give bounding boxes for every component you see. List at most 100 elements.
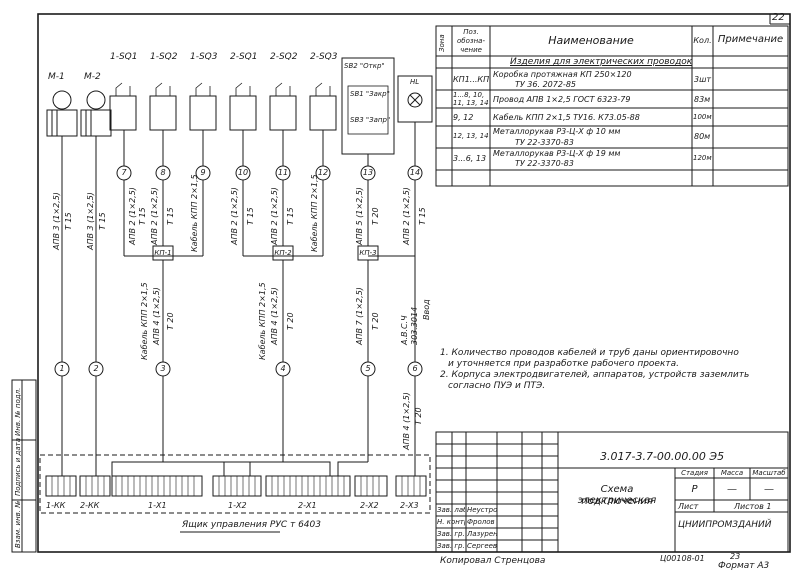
- node-number: 4: [280, 364, 286, 373]
- terminal-label: 1-Х2: [228, 501, 247, 510]
- mass-header: Масса: [720, 469, 744, 477]
- staff-name: Сергеев: [467, 542, 497, 550]
- stamp-inv-label: Инв. № подл.: [14, 387, 22, 436]
- format-label: Формат А3: [718, 561, 770, 571]
- switch-label: 1-SQ3: [190, 52, 218, 62]
- terminal-label: 1-Х1: [148, 501, 167, 510]
- spec-qty: 100м: [693, 113, 712, 121]
- wire-label: Кабель КПП 2×1,5: [258, 282, 267, 360]
- copied-by: Копировал Стренцова: [440, 556, 546, 566]
- node-number: 14: [409, 168, 421, 177]
- spec-name-2: ТУ 22-3370-83: [515, 138, 574, 147]
- spec-name: Металлорукав Р3-Ц-Х ф 19 мм: [493, 149, 621, 158]
- wire-label: А.В.С.Ч: [400, 315, 409, 345]
- wire-label: Т 15: [138, 207, 147, 225]
- wire-label: Т 15: [286, 207, 295, 225]
- node-number: 5: [365, 364, 371, 373]
- sheet-label: Лист: [678, 502, 699, 511]
- wire-label: АПВ 4 (1×2,5): [152, 287, 161, 345]
- stamp-sign-label: Подпись и дата: [14, 438, 22, 496]
- sheet-number: 22: [772, 12, 785, 23]
- wire-label: 303.3014: [410, 306, 419, 345]
- wire-label: АПВ 2 (1×2,5): [128, 187, 137, 245]
- spec-header-zone: Зона: [438, 34, 446, 52]
- staff-name: Фролов: [467, 518, 495, 526]
- doc-title-2: подключения: [581, 496, 653, 507]
- spec-name: Кабель КПП 2×1,5 ТУ16. К73.05-88: [493, 113, 640, 122]
- node-number: 10: [237, 168, 249, 177]
- terminal-label: 2-Х2: [360, 501, 379, 510]
- scale-header: Масштаб: [752, 469, 786, 477]
- staff-name: Лазуренко: [467, 530, 497, 538]
- notes: 1. Количество проводов кабелей и труб да…: [440, 348, 749, 392]
- spec-pos: 9, 12: [453, 113, 474, 122]
- node-number: 3: [160, 364, 166, 373]
- wire-label: АПВ 2 (1×2,5): [230, 187, 239, 245]
- spec-name-2: ТУ 22-3370-83: [515, 159, 574, 168]
- wire-label: АПВ 2 (1×2,5): [402, 187, 411, 245]
- spec-header-qty: Кол.: [693, 36, 712, 45]
- cabinet-label: Ящик управления РУС т 6403: [182, 520, 321, 530]
- scale-value: —: [764, 484, 774, 495]
- wire-label: АПВ 4 (1×2,5): [270, 287, 279, 345]
- spec-pos: 1...8, 10, 11, 13, 14: [453, 91, 489, 107]
- wire-label: Т 20: [371, 312, 380, 330]
- wire-label: Т 15: [98, 212, 107, 230]
- terminal-label: 2-Х1: [298, 501, 317, 510]
- wire-label: Кабель КПП 2×1,5: [190, 174, 199, 252]
- node-number: 1: [59, 364, 65, 373]
- spec-header-note: Примечание: [717, 34, 784, 45]
- node-number: 9: [200, 168, 206, 177]
- control-box-title: SB2 "Откр": [344, 62, 385, 70]
- wire-label: Т 20: [166, 312, 175, 330]
- note-line: 2. Корпуса электродвигателей, аппаратов,…: [440, 370, 750, 380]
- wire-label: Т 15: [246, 207, 255, 225]
- staff-role: Зав. лаб.: [437, 506, 465, 514]
- spec-name: Металлорукав Р3-Ц-Х ф 10 мм: [493, 127, 621, 136]
- wire-label: Т 20: [286, 312, 295, 330]
- node-number: 11: [277, 168, 289, 177]
- stamp-replace-label: Взам. инв. №: [14, 500, 22, 548]
- switch-label: 2-SQ3: [310, 52, 338, 62]
- junction-box-label: КП-1: [154, 249, 172, 257]
- lamp-label: HL: [410, 78, 420, 86]
- wire-label: АПВ 3 (1×2,5): [86, 192, 95, 250]
- wire-label: АПВ 2 (1×2,5): [270, 187, 279, 245]
- terminal-label: 2-КК: [80, 501, 100, 510]
- wire-label: Т 20: [371, 207, 380, 225]
- stage-header: Стадия: [681, 469, 708, 477]
- terminal-label: 2-Х3: [400, 501, 419, 510]
- note-line: согласно ПУЭ и ПТЭ.: [448, 381, 546, 391]
- wire-label: Кабель КПП 2×1,5: [140, 282, 149, 360]
- node-number: 13: [362, 168, 374, 177]
- motor-label: М-1: [48, 72, 65, 82]
- inventory-number: Ц00108-01: [660, 554, 705, 563]
- terminal-label: 1-КК: [46, 501, 66, 510]
- node-number: 6: [412, 364, 418, 373]
- wire-label: Кабель КПП 2×1,5: [310, 174, 319, 252]
- page-num: 23: [730, 552, 741, 561]
- switch-label: 1-SQ2: [150, 52, 178, 62]
- wire-label: АПВ 5 (1×2,5): [355, 187, 364, 245]
- staff-role: Зав. гр.: [437, 530, 465, 538]
- spec-qty: 80м: [694, 132, 711, 141]
- junction-box-label: КП-2: [274, 249, 292, 257]
- stage-value: Р: [691, 484, 698, 495]
- note-line: и уточняется при разработке рабочего про…: [448, 359, 680, 369]
- spec-header-pos: Поз. обозна-чение: [457, 28, 485, 54]
- staff-name: Неустроев: [467, 506, 497, 514]
- staff-role: Н. контр.: [437, 518, 465, 526]
- control-box-line2: SB3 "Запр": [350, 116, 391, 124]
- spec-pos: 3...6, 13: [453, 154, 487, 163]
- switch-label: 2-SQ2: [270, 52, 298, 62]
- node-number: 12: [317, 168, 329, 177]
- sheets-label: Листов 1: [734, 502, 772, 511]
- wire-label: АПВ 2 (1×2,5): [150, 187, 159, 245]
- spec-name: Коробка протяжная КП 250×120: [493, 70, 632, 79]
- wire-label: Ввод: [422, 299, 431, 320]
- mass-value: —: [727, 484, 737, 495]
- control-box-line1: SB1 "Закр": [350, 90, 390, 98]
- spec-qty: 83м: [694, 95, 711, 104]
- doc-code: 3.017-3.7-00.00.00 Э5: [600, 450, 725, 463]
